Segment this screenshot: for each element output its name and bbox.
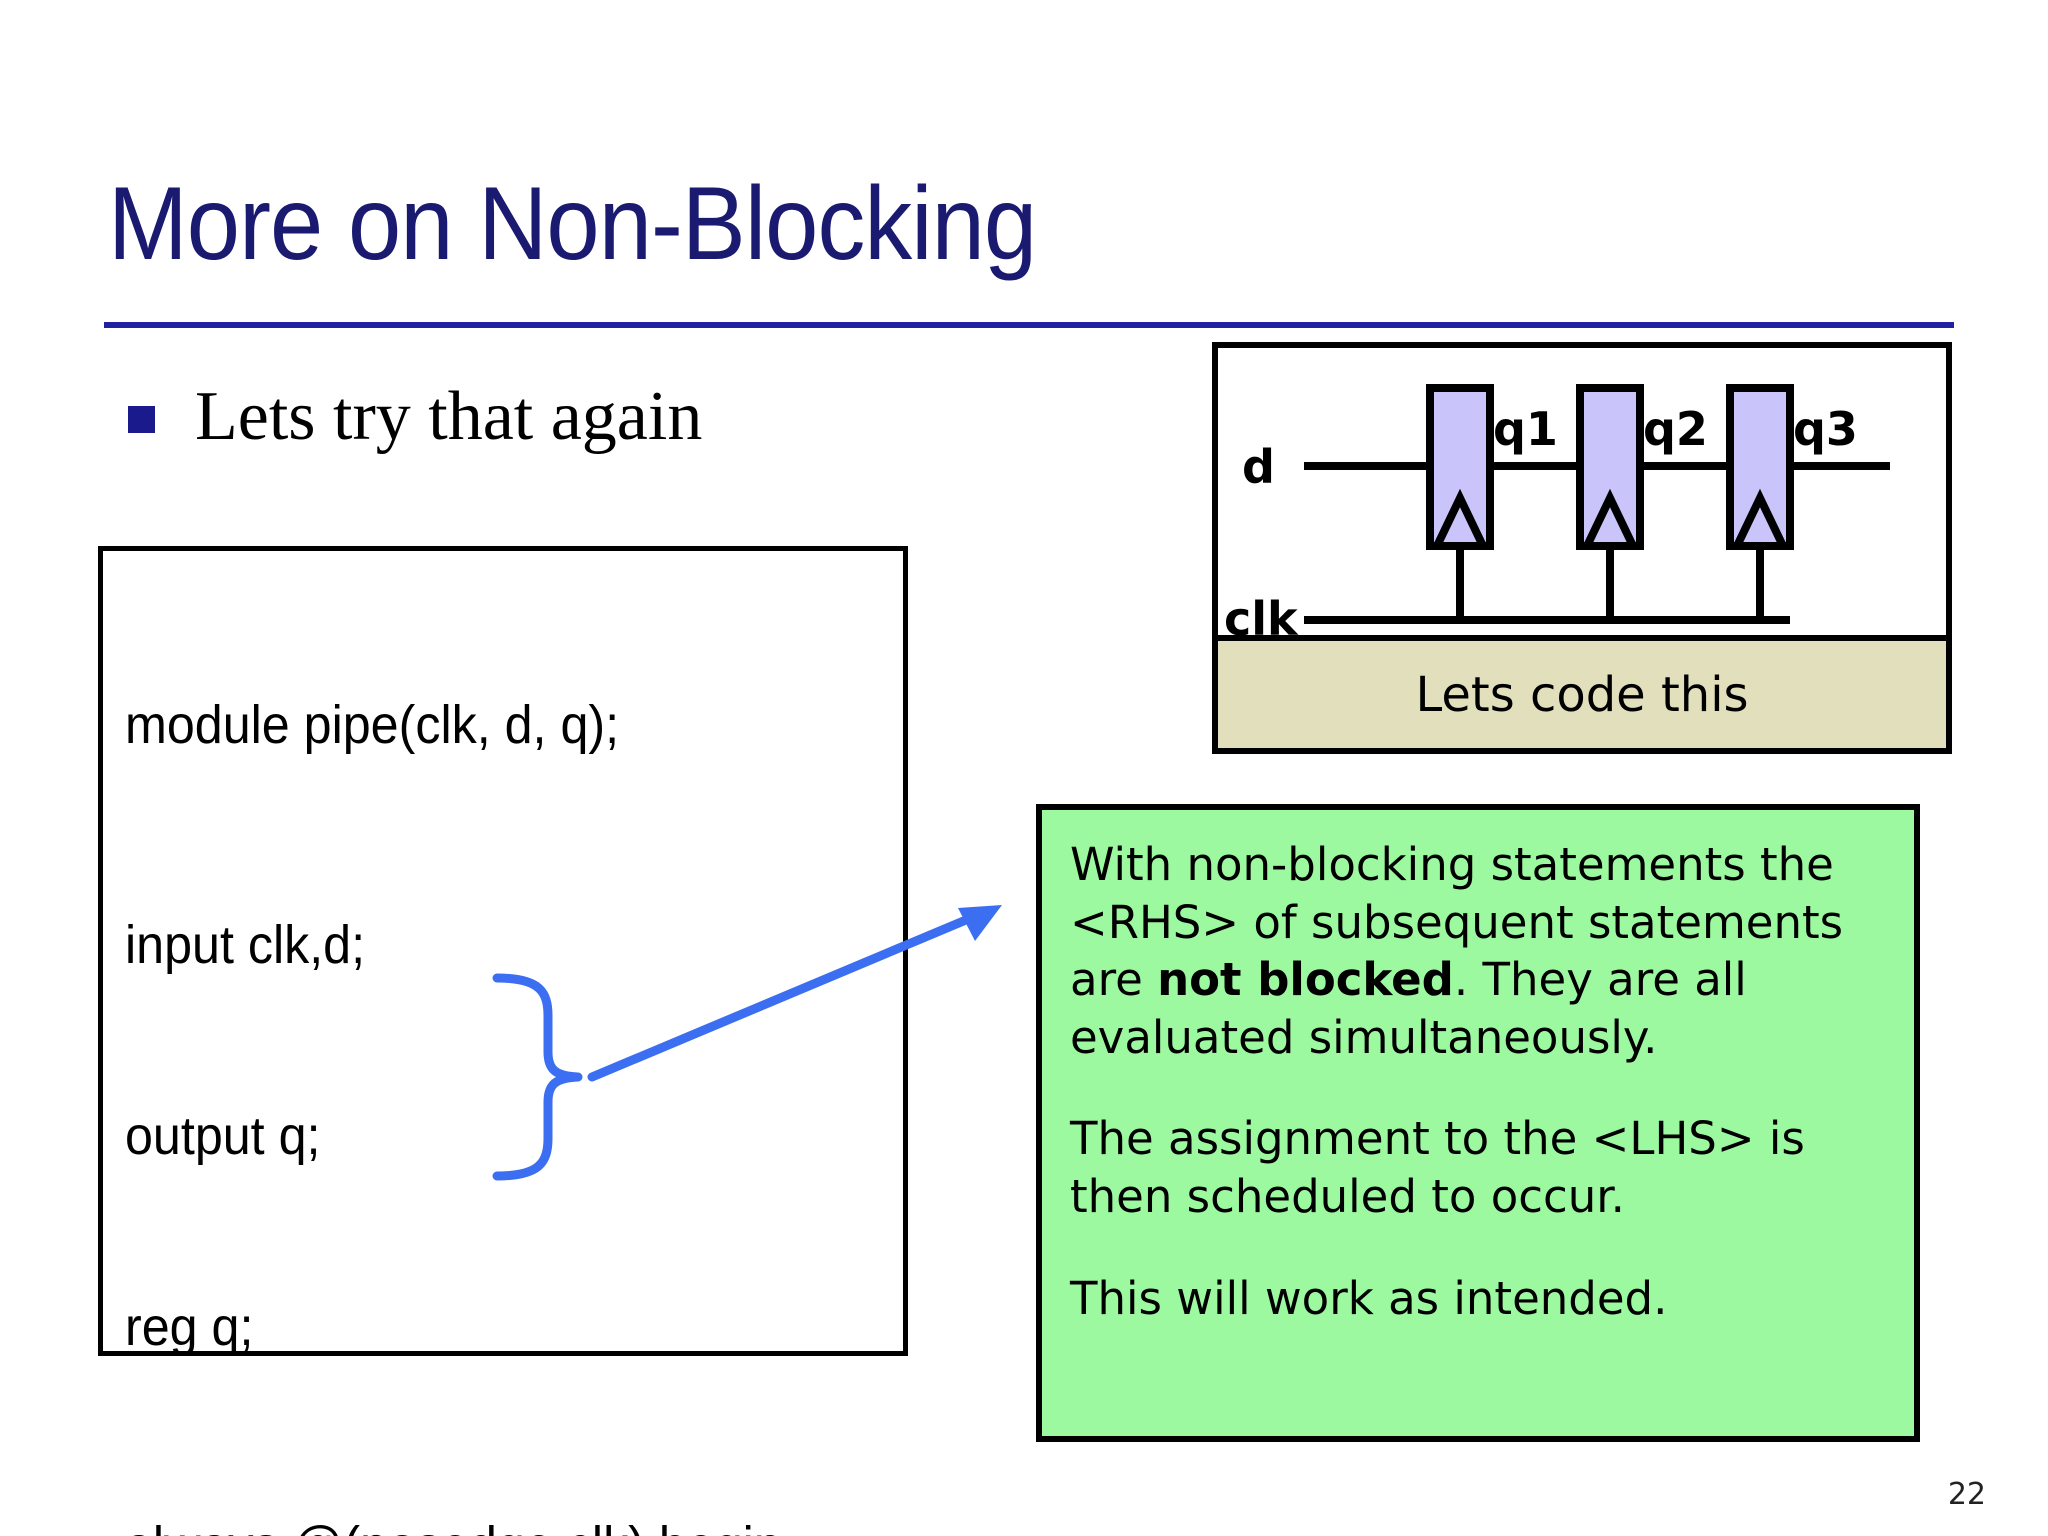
bullet-item: Lets try that again	[128, 378, 702, 456]
diagram-label-q3: q3	[1793, 402, 1858, 456]
page-number: 22	[1947, 1477, 1986, 1512]
diagram-caption: Lets code this	[1218, 635, 1946, 748]
body-text: . They are all evaluated simultaneously.	[1070, 953, 1747, 1064]
explanation-paragraph: With non-blocking statements the <RHS> o…	[1070, 836, 1886, 1066]
explanation-paragraph: The assignment to the <LHS> is then sche…	[1070, 1110, 1886, 1225]
title-underline-rule	[104, 322, 1954, 328]
code-line: always @(posedge clk) begin	[125, 1515, 841, 1536]
explanation-paragraph: This will work as intended.	[1070, 1270, 1886, 1328]
code-listing: module pipe(clk, d, q); input clk,d; out…	[125, 567, 841, 1536]
body-text: This will work as intended.	[1070, 1271, 1668, 1325]
explanation-text: With non-blocking statements the <RHS> o…	[1070, 836, 1886, 1327]
diagram-label-q2: q2	[1643, 402, 1708, 456]
code-line: reg q;	[125, 1296, 254, 1357]
explanation-callout: With non-blocking statements the <RHS> o…	[1036, 804, 1920, 1442]
diagram-label-d: d	[1242, 440, 1275, 494]
code-line: input clk,d;	[125, 914, 366, 975]
code-listing-box: module pipe(clk, d, q); input clk,d; out…	[98, 546, 908, 1536]
page-title: More on Non-Blocking	[108, 166, 1037, 282]
bullet-item-label: Lets try that again	[195, 378, 703, 455]
square-bullet-icon	[128, 406, 155, 433]
flipflop-chain-diagram	[1304, 384, 1890, 624]
code-line: module pipe(clk, d, q);	[125, 695, 620, 756]
diagram-label-q1: q1	[1493, 402, 1558, 456]
body-text: With non-blocking statements the <RHS> o…	[1070, 838, 1844, 1007]
emphasis-text: not blocked	[1157, 953, 1454, 1007]
body-text: The assignment to the <LHS> is then sche…	[1070, 1112, 1805, 1223]
code-line: output q;	[125, 1105, 321, 1166]
circuit-diagram-box: d clk q1 q2 q3 Lets code this	[1212, 342, 1952, 754]
